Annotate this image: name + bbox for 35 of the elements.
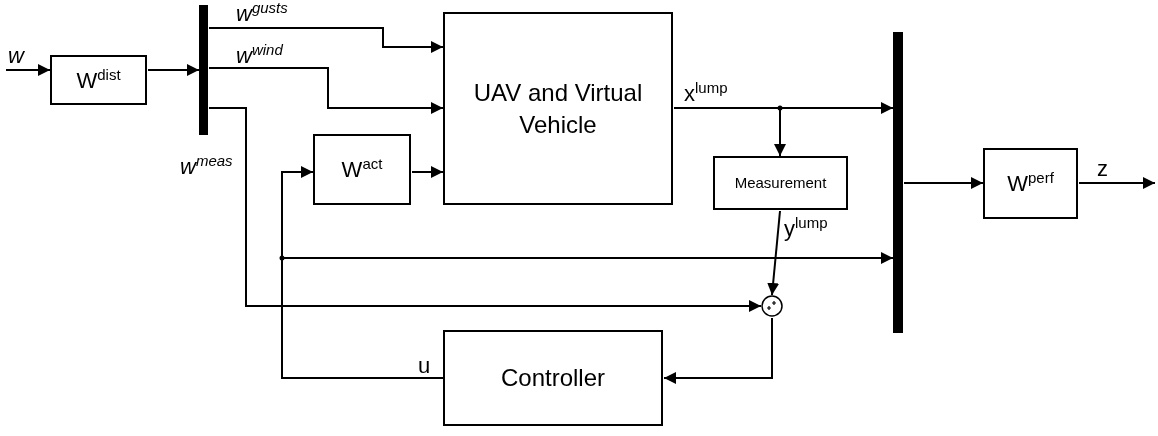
signal-label: u (418, 355, 431, 377)
signal-arrow (281, 252, 894, 379)
signal-arrow (411, 166, 444, 178)
signal-arrow (208, 27, 444, 53)
block-label: W$^{perf}$ (1007, 168, 1054, 199)
signal-arrow (673, 107, 786, 157)
measurement-block (713, 156, 848, 210)
block-label: UAV and Virtual Vehicle (473, 78, 643, 140)
signal-label: w$^{gusts}$ (236, 0, 288, 26)
signal-arrow (208, 67, 444, 114)
block-label: Measurement (734, 173, 827, 193)
plant-block (443, 12, 673, 205)
signal-label: z (1097, 158, 1108, 180)
signal-arrow (903, 177, 984, 189)
performance-weight-block (983, 148, 1078, 219)
signal-label: x$^{lump}$ (684, 80, 728, 106)
signal-arrow (208, 107, 762, 312)
signal-label: w (8, 45, 24, 67)
summing-junction (761, 295, 783, 317)
signal-arrow (147, 64, 200, 76)
mux-bar (199, 5, 208, 135)
signal-label: w$^{wind}$ (236, 42, 283, 68)
controller-block (443, 330, 663, 426)
actuator-weight-block (313, 134, 411, 205)
signal-arrow (1078, 177, 1156, 189)
block-label: Controller (500, 363, 605, 394)
bus-bar (893, 32, 903, 333)
signal-arrow (5, 64, 51, 76)
signal-arrow (767, 210, 781, 296)
block-label: W$^{act}$ (341, 154, 383, 185)
signal-label: y$^{lump}$ (784, 215, 828, 241)
signal-label: w$^{meas}$ (180, 153, 233, 179)
signal-arrow (663, 317, 773, 384)
block-label: W$^{dist}$ (76, 64, 121, 95)
gain-block (50, 55, 147, 105)
